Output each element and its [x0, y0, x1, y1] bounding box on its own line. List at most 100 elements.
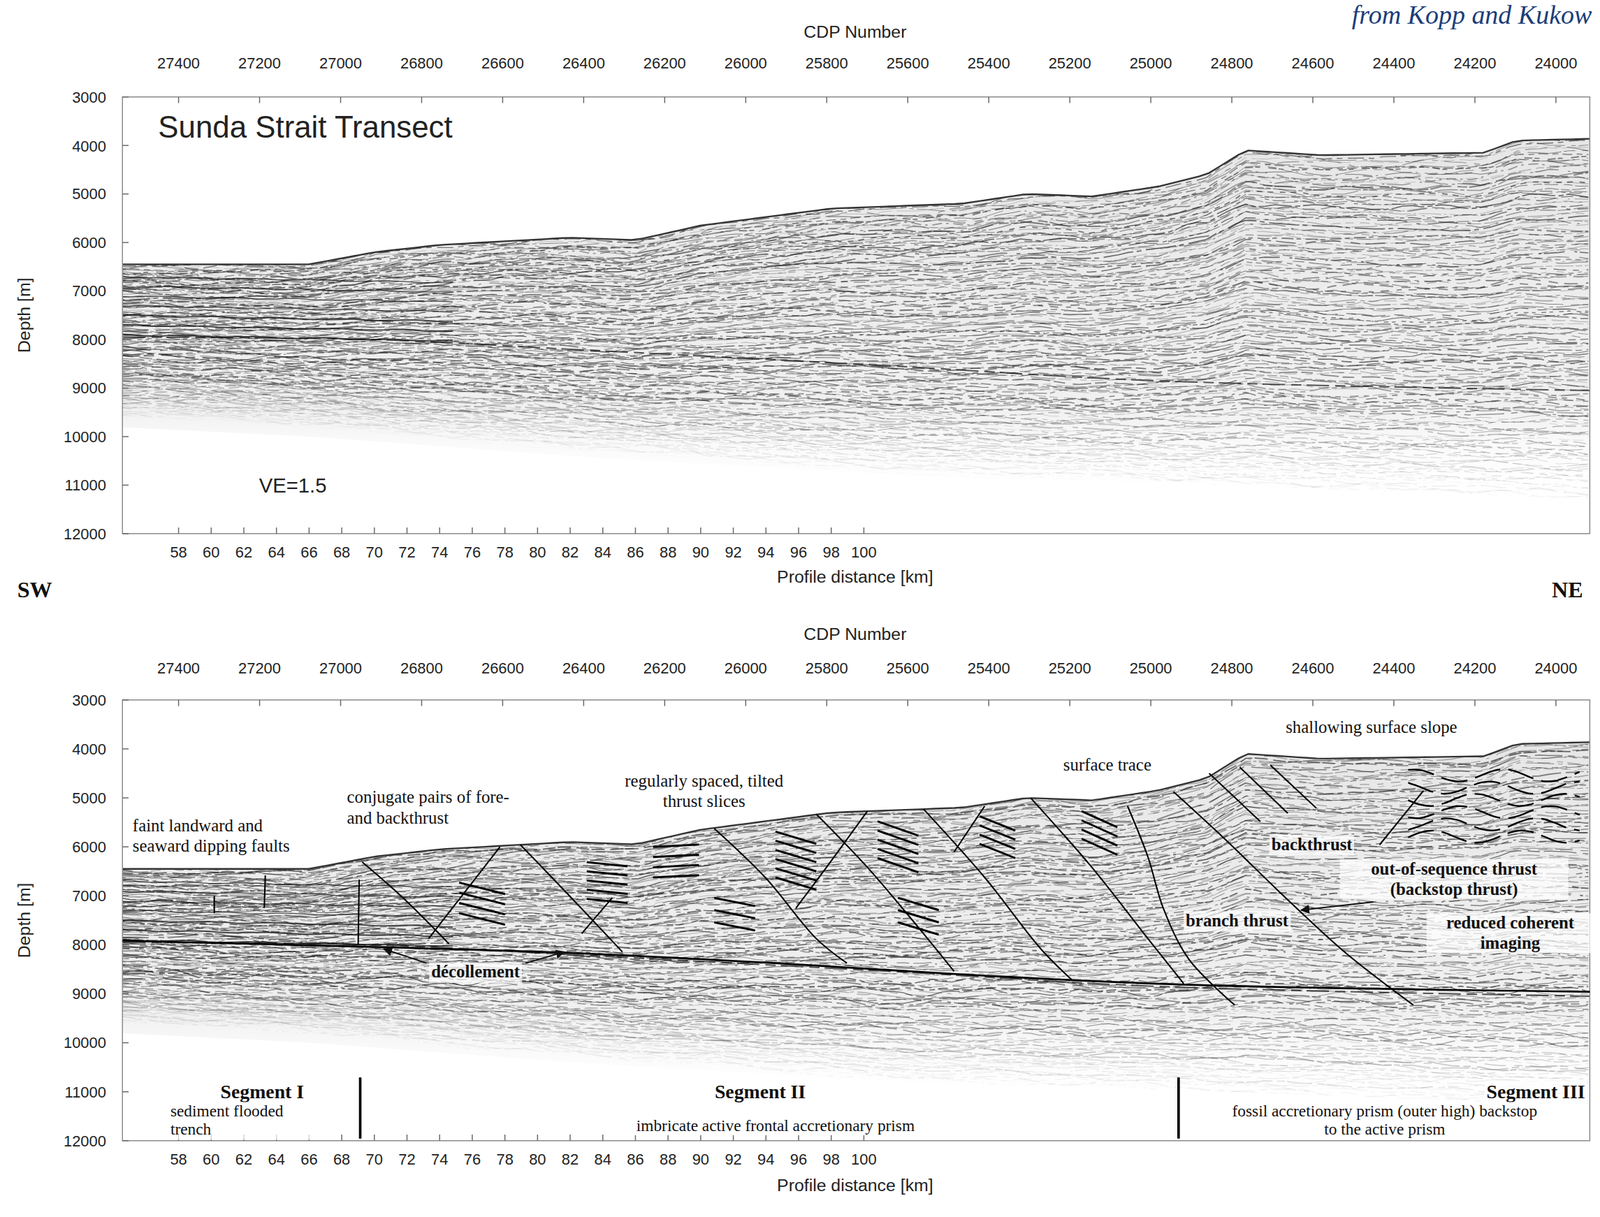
- seismic-reflector: [120, 1006, 1589, 1072]
- seismic-reflector: [120, 227, 1589, 307]
- tick-label: 90: [692, 543, 710, 562]
- tick-label: 100: [851, 543, 877, 562]
- seismic-reflector: [120, 317, 1589, 349]
- tick-label: 25800: [805, 659, 849, 678]
- tick-label: 26400: [562, 54, 606, 72]
- tick-mark: [826, 97, 828, 104]
- seismic-reflector: [120, 389, 1589, 448]
- tick-label: 7000: [71, 887, 107, 905]
- trench-reflector: [120, 275, 453, 283]
- tick-label: 86: [626, 1150, 644, 1168]
- tick-label: 70: [366, 543, 383, 562]
- segment-title: Segment I: [218, 1080, 307, 1104]
- tick-mark: [1231, 700, 1232, 707]
- tick-mark: [275, 527, 277, 534]
- seismic-reflector: [120, 1013, 1589, 1098]
- seismic-reflector: [120, 1019, 1589, 1107]
- annotation: regularly spaced, tilted thrust slices: [615, 771, 794, 812]
- tick-label: 6000: [71, 838, 107, 856]
- strong-reflector: [1081, 811, 1118, 828]
- tick-label: 84: [594, 1150, 612, 1168]
- fault-line: [581, 897, 613, 934]
- segment-description: sediment flooded trench: [168, 1101, 316, 1140]
- tick-label: 5000: [71, 788, 107, 807]
- tick-mark: [122, 895, 129, 897]
- exaggeration-note: VE=1.5: [259, 473, 327, 498]
- tick-mark: [1150, 97, 1151, 104]
- tick-mark: [830, 527, 832, 534]
- tick-label: 25600: [886, 54, 930, 72]
- leader-arrow: [383, 948, 427, 963]
- strong-reflector: [586, 899, 628, 904]
- fault-line: [264, 875, 265, 909]
- seismic-reflector: [120, 1011, 1589, 1088]
- annotation: faint landward and seaward dipping fault…: [130, 816, 324, 856]
- tick-label: 24400: [1372, 54, 1416, 72]
- tick-label: 24600: [1291, 54, 1335, 72]
- leader-arrow: [525, 952, 564, 964]
- seismic-reflector: [120, 273, 1589, 326]
- tick-label: 8000: [71, 936, 107, 954]
- tick-label: 94: [757, 1150, 775, 1168]
- tick-label: 64: [268, 543, 286, 562]
- tick-label: 24800: [1210, 54, 1254, 72]
- tick-mark: [732, 527, 734, 534]
- tick-mark: [745, 97, 747, 104]
- strong-reflector: [1081, 829, 1118, 846]
- tick-mark: [122, 241, 129, 243]
- seismic-reflector: [120, 302, 1589, 337]
- strong-reflector: [586, 890, 628, 895]
- tick-label: 68: [333, 1150, 351, 1168]
- trench-reflector: [120, 890, 453, 897]
- seismic-reflector: [120, 292, 1589, 334]
- tick-label: 9000: [71, 379, 107, 397]
- seismic-reflector: [120, 306, 1589, 341]
- axis-frame: [122, 97, 1590, 534]
- annotation: conjugate pairs of fore- and backthrust: [345, 787, 523, 828]
- seismic-reflector: [120, 340, 1589, 360]
- axis-title: Depth [m]: [14, 883, 35, 959]
- seismic-reflector: [120, 402, 1589, 471]
- seismic-reflector: [120, 140, 1589, 267]
- interpretation: [122, 765, 1590, 1139]
- segment-description: fossil accretionary prism (outer high) b…: [1229, 1101, 1540, 1140]
- seismic-reflector: [120, 257, 1589, 320]
- fault-line: [714, 828, 847, 964]
- strong-reflector: [459, 882, 506, 894]
- tick-label: 72: [398, 543, 416, 562]
- tick-label: 88: [659, 543, 677, 562]
- tick-label: 98: [822, 543, 840, 562]
- tick-label: 26800: [400, 54, 443, 72]
- tick-label: 86: [626, 543, 644, 562]
- trench-reflector: [120, 324, 453, 332]
- tick-label: 62: [235, 543, 253, 562]
- tick-label: 74: [431, 1150, 448, 1168]
- seismic-reflector: [120, 224, 1589, 306]
- tick-label: 11000: [64, 476, 107, 494]
- seismic-reflector: [120, 918, 1589, 950]
- seismic-reflector: [120, 406, 1589, 489]
- tick-label: 27200: [238, 659, 281, 678]
- tick-mark: [504, 527, 506, 534]
- tick-mark: [471, 1134, 473, 1141]
- seismic-reflector: [120, 922, 1589, 954]
- tick-label: 26800: [400, 659, 443, 678]
- trench-reflector: [120, 286, 453, 293]
- strong-reflector: [586, 880, 628, 885]
- tick-label: 27000: [319, 54, 362, 72]
- tick-mark: [122, 435, 129, 437]
- seismic-reflector: [120, 206, 1589, 297]
- seismic-reflector: [120, 296, 1589, 337]
- seismic-reflector: [120, 238, 1589, 310]
- tick-mark: [504, 1134, 506, 1141]
- seismic-reflector: [120, 342, 1589, 360]
- strong-reflector: [877, 857, 919, 872]
- trench-reflector: [120, 910, 453, 918]
- tick-mark: [122, 387, 129, 389]
- fault-line: [213, 895, 216, 914]
- tick-label: 26600: [481, 659, 525, 678]
- seismic-reflector: [120, 183, 1589, 288]
- tick-mark: [406, 1134, 408, 1141]
- tick-label: 80: [528, 1150, 546, 1168]
